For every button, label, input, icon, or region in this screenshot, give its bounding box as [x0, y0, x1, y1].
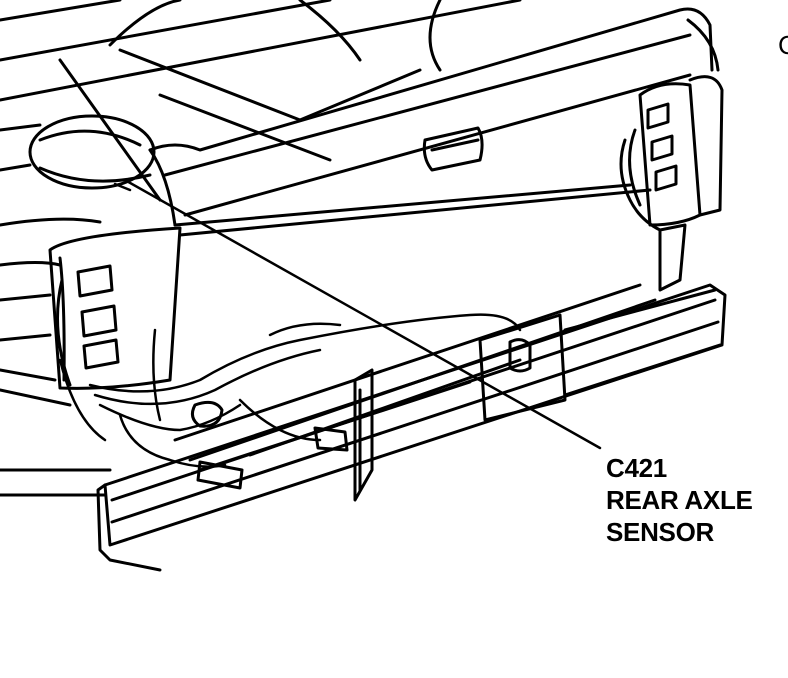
component-name-line2: SENSOR	[606, 517, 715, 547]
connector-right	[508, 338, 532, 373]
component-name-line1: REAR AXLE	[606, 485, 753, 515]
wiring-harness	[58, 313, 522, 468]
tailgate	[148, 7, 720, 237]
hitch-receiver	[478, 288, 722, 422]
callout-label: C421 REAR AXLE SENSOR	[606, 452, 753, 548]
connector-left-bumper	[196, 460, 244, 490]
right-tail-lamp	[619, 75, 724, 292]
license-plate-bracket	[353, 368, 374, 502]
cropped-edge-letter: C	[778, 30, 788, 60]
left-tail-lamp	[48, 226, 182, 390]
harness-connectors	[190, 338, 532, 490]
truck-bed	[0, 0, 522, 497]
connector-center	[190, 400, 224, 428]
connector-id: C421	[606, 453, 667, 483]
callout-leader	[113, 178, 602, 450]
tailgate-handle	[422, 126, 484, 172]
spare-tire-cover	[28, 114, 156, 190]
license-lamp-connector	[313, 426, 349, 452]
